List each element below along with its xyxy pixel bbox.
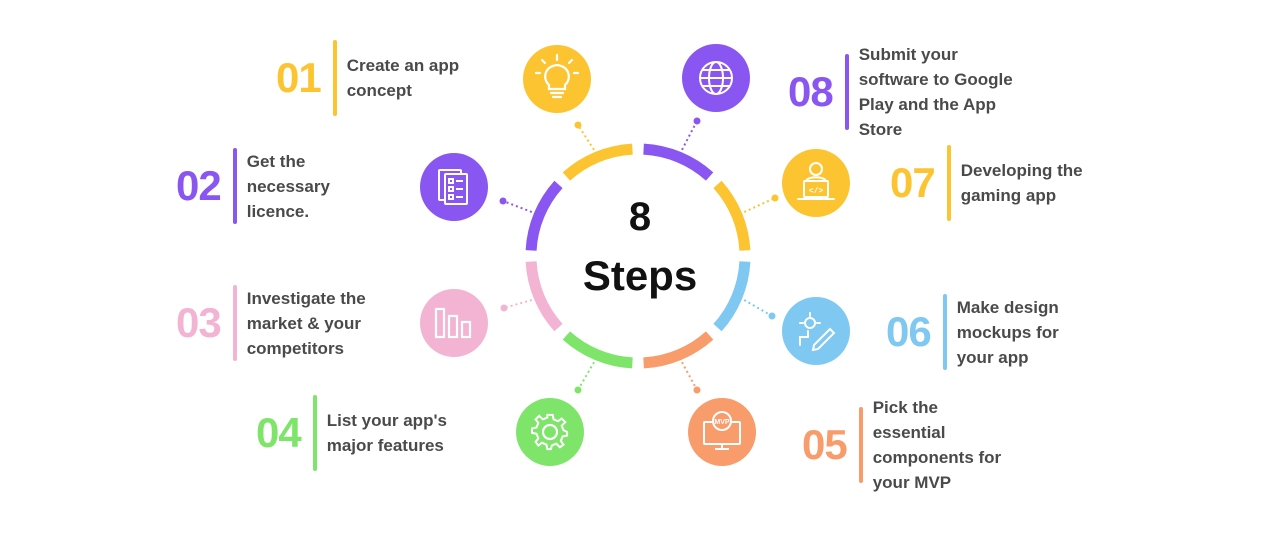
ring-segment bbox=[525, 180, 563, 251]
step-divider bbox=[946, 145, 951, 221]
ring-segment bbox=[643, 331, 714, 369]
svg-text:MVP: MVP bbox=[714, 419, 730, 426]
icon-circle-step-08 bbox=[682, 44, 750, 112]
step-divider bbox=[858, 407, 863, 483]
step-number: 04 bbox=[256, 409, 302, 456]
step-label: List your app's major features bbox=[326, 411, 447, 455]
step-04: 04 List your app's major features bbox=[256, 395, 447, 471]
connector-dot bbox=[771, 194, 779, 202]
checklist-icon bbox=[438, 169, 468, 205]
gear-icon bbox=[531, 413, 569, 451]
icon-circle-step-03 bbox=[420, 289, 488, 357]
step-number: 06 bbox=[886, 308, 932, 355]
connector-dot bbox=[574, 386, 582, 394]
connector-line bbox=[743, 299, 773, 317]
icon-circle-step-05: MVP bbox=[688, 398, 756, 466]
connector-dot bbox=[500, 304, 508, 312]
ring-segment bbox=[643, 143, 714, 181]
connectors bbox=[499, 117, 779, 394]
connector-dot bbox=[693, 386, 701, 394]
step-02: 02 Get the necessary licence. bbox=[176, 148, 330, 224]
connector-line bbox=[577, 124, 595, 151]
center-ring bbox=[525, 143, 751, 369]
bar-chart-icon bbox=[434, 307, 472, 339]
icon-circle-step-02 bbox=[420, 153, 488, 221]
developer-icon: </> bbox=[797, 162, 835, 200]
step-label: Developing the gaming app bbox=[960, 161, 1083, 205]
connector-dot bbox=[768, 312, 776, 320]
connector-line bbox=[503, 299, 533, 309]
ring-segment bbox=[562, 331, 633, 369]
step-06: 06 Make design mockups for your app bbox=[886, 294, 1059, 370]
mvp-monitor-icon: MVP bbox=[703, 411, 741, 450]
globe-icon bbox=[699, 61, 733, 95]
step-label: Create an app concept bbox=[346, 56, 460, 100]
step-08: 08 Submit your software to Google Play a… bbox=[788, 42, 1013, 142]
ring-segment bbox=[562, 143, 633, 181]
icon-circle-step-07: </> bbox=[782, 149, 850, 217]
step-number: 01 bbox=[276, 54, 322, 101]
step-label: Get the necessary licence. bbox=[246, 151, 330, 221]
icon-circle-step-06 bbox=[782, 297, 850, 365]
icon-circle-step-04 bbox=[516, 398, 584, 466]
step-label: Submit your software to Google Play and … bbox=[858, 45, 1013, 139]
step-divider bbox=[942, 294, 947, 370]
step-label: Make design mockups for your app bbox=[956, 297, 1059, 367]
step-07: 07 Developing the gaming app bbox=[890, 145, 1083, 221]
connector-line bbox=[577, 361, 595, 391]
step-label: Pick the essential components for your M… bbox=[872, 398, 1002, 492]
step-divider bbox=[232, 285, 237, 361]
design-pencil-icon bbox=[799, 312, 836, 352]
step-number: 07 bbox=[890, 159, 936, 206]
step-divider bbox=[312, 395, 317, 471]
step-number: 08 bbox=[788, 68, 834, 115]
icon-circle-step-01 bbox=[523, 45, 591, 113]
ring-segment bbox=[713, 261, 751, 332]
step-label: Investigate the market & your competitor… bbox=[246, 288, 366, 358]
step-03: 03 Investigate the market & your competi… bbox=[176, 285, 366, 361]
center-number: 8 bbox=[628, 195, 652, 239]
connector-line bbox=[743, 197, 776, 213]
ring-segment bbox=[713, 180, 751, 251]
step-divider bbox=[232, 148, 237, 224]
connector-dot bbox=[693, 117, 701, 125]
lightbulb-icon bbox=[534, 53, 580, 99]
connector-line bbox=[502, 200, 533, 213]
center-label: 8 Steps bbox=[540, 195, 740, 299]
step-number: 05 bbox=[802, 421, 848, 468]
connector-dot bbox=[499, 197, 507, 205]
center-title: Steps bbox=[582, 252, 698, 299]
step-number: 03 bbox=[176, 299, 222, 346]
connector-line bbox=[681, 120, 698, 151]
step-divider bbox=[844, 54, 849, 130]
step-05: 05 Pick the essential components for you… bbox=[802, 395, 1001, 495]
connector-line bbox=[681, 361, 698, 391]
step-01: 01 Create an app concept bbox=[276, 40, 459, 116]
ring-segment bbox=[525, 261, 563, 332]
connector-dot bbox=[574, 121, 582, 129]
step-divider bbox=[332, 40, 337, 116]
step-number: 02 bbox=[176, 162, 222, 209]
svg-text:</>: </> bbox=[809, 187, 824, 196]
